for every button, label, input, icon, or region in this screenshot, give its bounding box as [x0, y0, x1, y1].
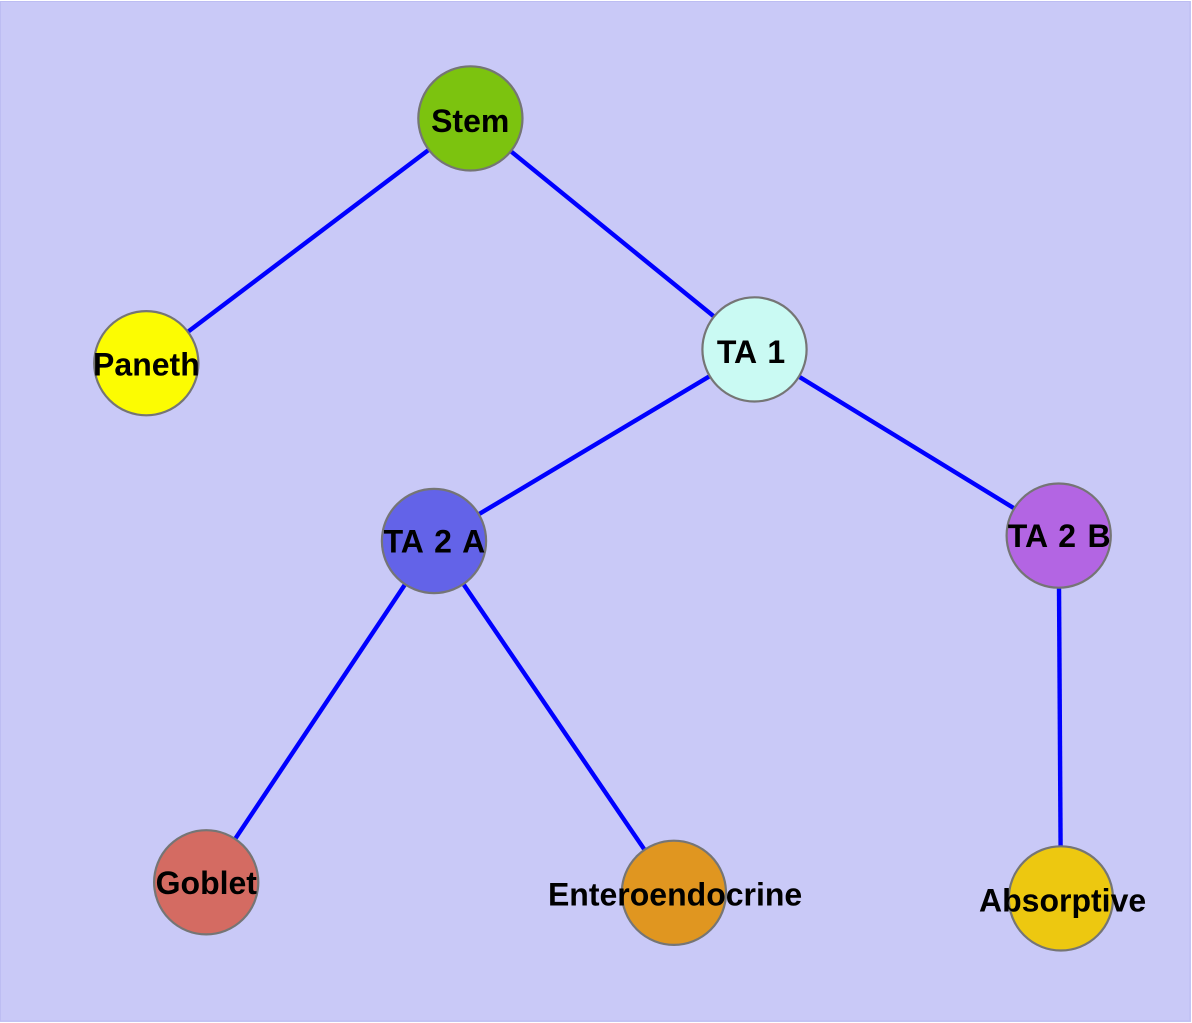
svg-text:Paneth: Paneth [93, 347, 200, 383]
svg-text:Stem: Stem [431, 103, 509, 139]
svg-text:Enteroendocrine: Enteroendocrine [548, 876, 802, 912]
svg-text:Absorptive: Absorptive [979, 882, 1146, 918]
svg-text:TA 2 A: TA 2 A [384, 523, 486, 559]
svg-text:TA 1: TA 1 [717, 334, 785, 370]
svg-text:TA 2 B: TA 2 B [1008, 518, 1111, 554]
svg-text:Goblet: Goblet [156, 865, 258, 901]
